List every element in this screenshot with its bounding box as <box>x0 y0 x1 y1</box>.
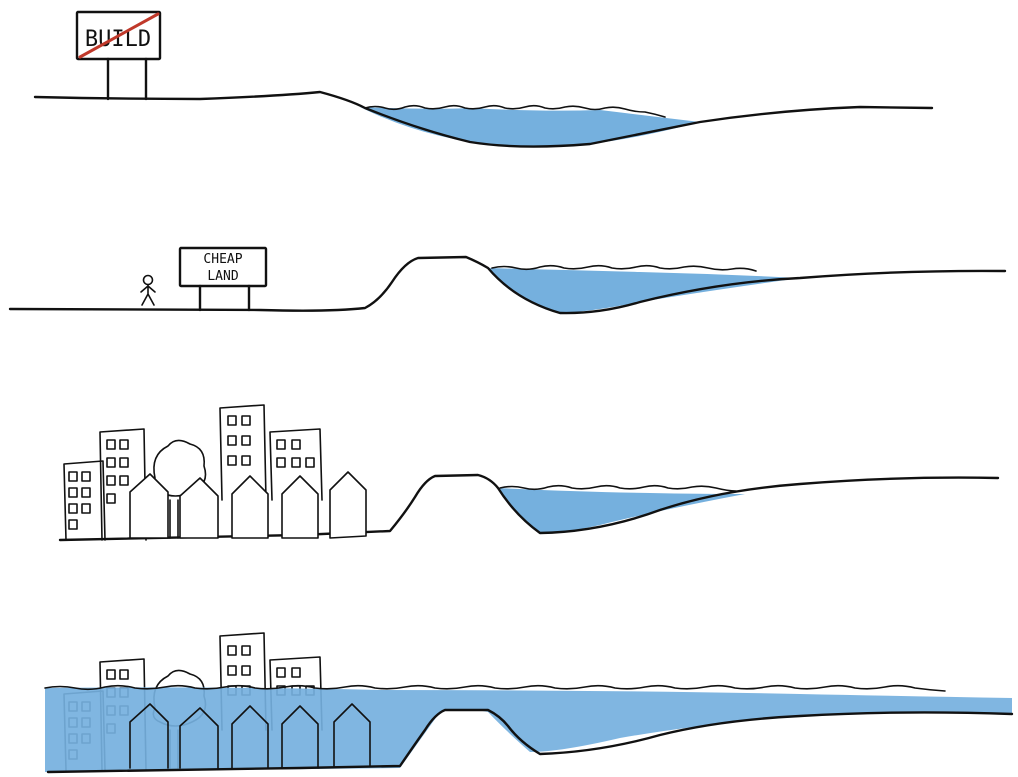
panel-3-city-behind-levee <box>60 405 998 540</box>
person-figure <box>141 276 155 306</box>
panel-4-city-flooded <box>45 633 1012 772</box>
cheap-land-sign: CHEAP LAND <box>180 248 266 310</box>
panel-2-water <box>488 268 800 313</box>
houses <box>130 472 366 538</box>
cheap-land-line-1: CHEAP <box>203 252 242 267</box>
panel-2-levee-built: CHEAP LAND <box>10 248 1005 313</box>
building <box>64 461 105 540</box>
panel-3-water <box>498 488 745 533</box>
panel-4-flood-water <box>45 687 1012 772</box>
cheap-land-line-2: LAND <box>207 269 238 284</box>
panel-3-city <box>64 405 366 540</box>
panel-1-natural-floodplain: BUILD <box>35 12 932 147</box>
build-sign: BUILD <box>77 12 160 99</box>
